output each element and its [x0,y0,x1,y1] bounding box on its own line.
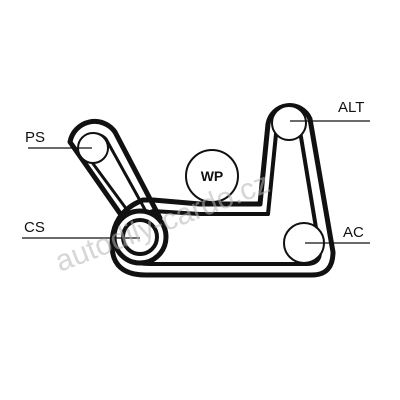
cs-pulley-inner [121,218,159,256]
ps-belt [67,118,163,235]
wp-label: WP [201,168,224,184]
ac-label: AC [343,224,364,241]
alt-pulley [271,105,307,141]
cs-label: CS [24,219,45,236]
watermark-text: autodily-cardo.cz [51,166,275,278]
belt-outer [109,103,336,278]
ps-label: PS [25,129,45,146]
wp-pulley [185,149,239,203]
alt-label: ALT [338,99,364,116]
